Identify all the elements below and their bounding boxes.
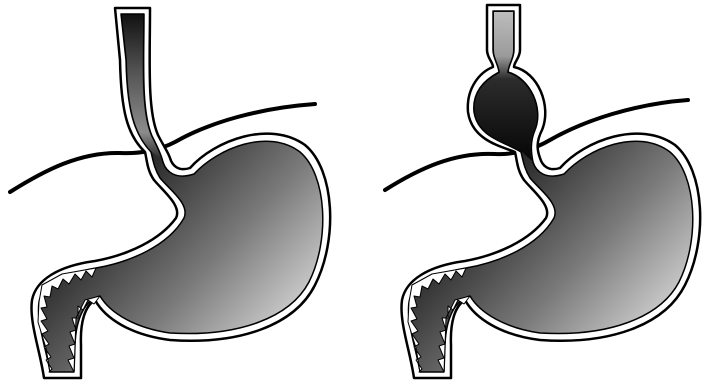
left-panel (10, 8, 330, 378)
right-panel (385, 5, 700, 378)
